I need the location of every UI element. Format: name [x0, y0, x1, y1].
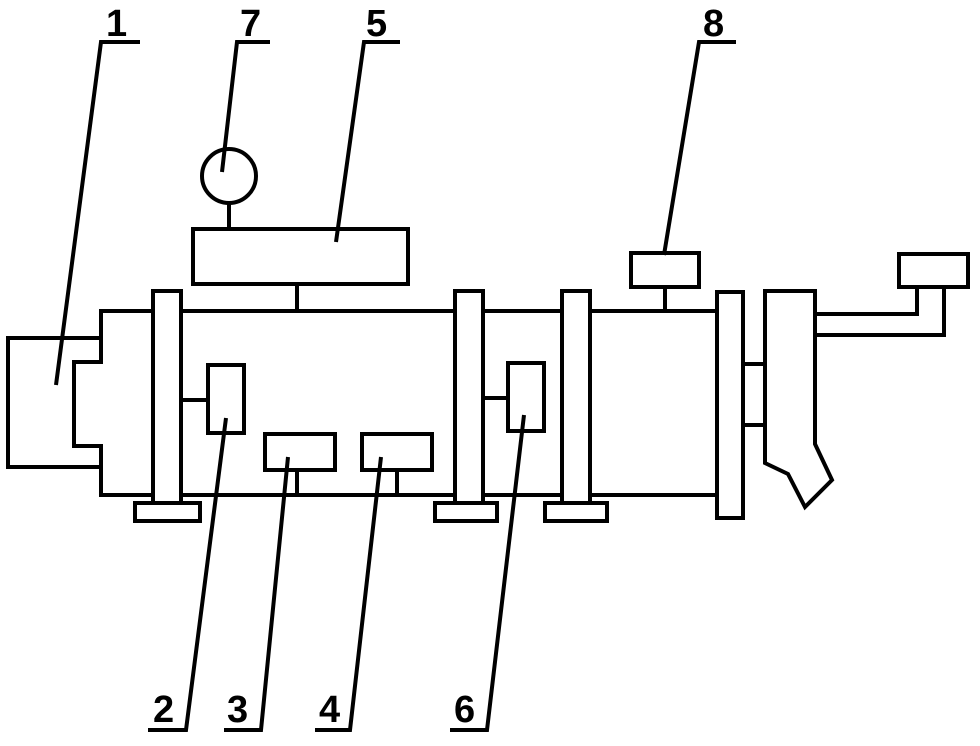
top-right-unit	[897, 252, 970, 289]
flange-connector	[741, 362, 767, 427]
unit-4	[360, 432, 434, 472]
support-base-1	[133, 501, 202, 523]
support-base-3	[543, 501, 609, 523]
leader-8	[662, 40, 736, 256]
unit-8	[629, 251, 701, 289]
leader-2	[148, 417, 228, 732]
label-4: 4	[319, 689, 340, 731]
leader-6	[450, 414, 526, 732]
leader-4	[315, 456, 383, 732]
label-7: 7	[240, 3, 261, 45]
support-post-1	[151, 289, 183, 509]
flange-plate	[715, 290, 745, 520]
leader-3	[224, 456, 290, 732]
support-base-2	[433, 501, 499, 523]
unit-5	[191, 227, 410, 286]
leader-5	[334, 40, 400, 243]
label-2: 2	[153, 689, 174, 731]
gauge-7	[200, 147, 258, 205]
main-body-outline	[72, 309, 719, 497]
support-post-2	[453, 289, 485, 509]
outlet-pipe-return	[813, 285, 946, 337]
label-5: 5	[366, 3, 387, 45]
unit-3	[263, 432, 337, 472]
leader-7	[220, 40, 270, 173]
support-post-3	[560, 289, 592, 509]
leader-1	[54, 40, 140, 386]
discharge-chute	[763, 289, 835, 511]
label-8: 8	[703, 3, 724, 45]
label-6: 6	[454, 689, 475, 731]
left-end-block	[6, 336, 103, 469]
label-3: 3	[227, 689, 248, 731]
outlet-pipe	[813, 285, 919, 316]
sensor-2	[206, 363, 246, 435]
label-1: 1	[106, 3, 127, 45]
sensor-6	[506, 361, 546, 433]
